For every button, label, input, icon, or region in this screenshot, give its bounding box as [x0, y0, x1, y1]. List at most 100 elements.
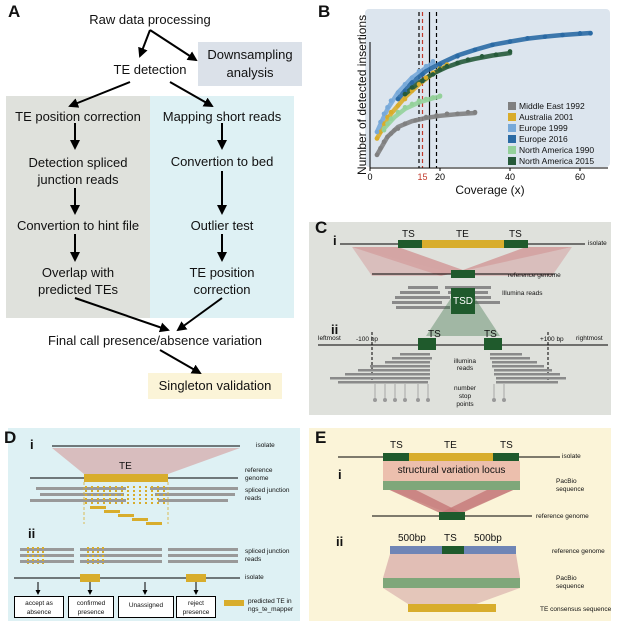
point-4-0	[381, 127, 387, 133]
legend-label: Australia 2001	[519, 111, 574, 122]
right-title-node: Mapping short reads	[162, 109, 282, 124]
predicted-te-legend: predicted TE in ngs_te_mapper	[248, 598, 293, 614]
stop-points-label: number stop points	[450, 385, 480, 409]
te-detection-node: TE detection	[113, 62, 187, 77]
raw-data-processing-node: Raw data processing	[89, 12, 211, 27]
point-0-1	[378, 145, 383, 151]
illumina-reads-2-line-1: illumina	[453, 358, 477, 365]
point-3-0	[395, 96, 401, 102]
left-step1-node: Detection spliced junction reads	[6, 154, 150, 188]
unassigned-box: Unassigned	[118, 596, 174, 618]
point-3-13	[588, 31, 593, 36]
legend-line-2: ngs_te_mapper	[248, 606, 294, 613]
x-axis-label: Coverage (x)	[455, 183, 525, 197]
d-spliced-line-2: reads	[245, 495, 262, 502]
point-3-7	[490, 42, 495, 48]
d-spliced-line-1: spliced junction	[245, 487, 290, 494]
right-step3-line-1: TE position	[189, 265, 255, 280]
e-ts-left: TS	[390, 440, 403, 451]
point-1-8	[416, 81, 422, 87]
left-title-node: TE position correction	[15, 109, 141, 124]
point-5-0	[402, 91, 408, 97]
legend-line-1: predicted TE in	[248, 598, 292, 605]
panel-d-sub-ii: ii	[28, 526, 36, 541]
point-5-3	[430, 72, 436, 77]
panel-a-label: A	[8, 2, 21, 21]
reference-genome-label: reference genome	[508, 272, 561, 279]
stop-points-line-2: stop	[458, 393, 472, 400]
point-0-9	[423, 114, 429, 120]
d-spliced2-line-2: reads	[245, 556, 262, 563]
point-0-6	[395, 126, 401, 131]
confirmed-line-2: presence	[77, 609, 105, 616]
point-1-7	[409, 88, 415, 94]
point-0-11	[444, 111, 450, 117]
e-reference-genome-2-label: reference genome	[552, 548, 605, 555]
right-step1-node: Convertion to bed	[170, 154, 274, 169]
point-5-6	[455, 60, 460, 66]
point-4-7	[423, 96, 429, 102]
stop-points-line-3: points	[456, 401, 474, 408]
te-consensus-label: TE consensus sequence	[540, 606, 612, 613]
accept-line-1: accept as	[25, 600, 53, 607]
legend-label: Europe 2016	[519, 133, 568, 144]
point-4-6	[416, 98, 422, 103]
pacbio-line-2: sequence	[556, 486, 585, 493]
point-1-9	[423, 75, 429, 80]
legend-swatch	[508, 145, 516, 154]
illumina-reads-2-label: illumina reads	[450, 358, 480, 372]
pacbio-2-label: PacBio sequence	[556, 575, 584, 591]
point-1-3	[385, 114, 390, 120]
pacbio2-line-2: sequence	[556, 583, 585, 590]
point-2-7	[409, 75, 415, 80]
point-2-1	[378, 119, 383, 125]
point-0-10	[434, 113, 439, 118]
point-5-9	[493, 52, 499, 57]
point-4-5	[409, 101, 415, 107]
x-tick-label-3: 60	[575, 172, 585, 182]
downsampling-line-2: analysis	[226, 65, 274, 80]
tsd-label: TSD	[453, 296, 473, 307]
d-isolate-label: isolate	[256, 442, 275, 449]
bp500-right: 500bp	[474, 533, 502, 544]
point-3-1	[402, 88, 408, 94]
left-step3-line-2: predicted TEs	[38, 282, 118, 297]
pacbio-label: PacBio sequence	[556, 478, 584, 494]
left-step1-line-1: Detection spliced	[28, 155, 128, 170]
fit-line-0	[374, 110, 478, 158]
point-3-2	[409, 80, 415, 85]
point-3-3	[420, 72, 425, 77]
d-spliced-reads-2-label: spliced junction reads	[245, 548, 289, 564]
d-spliced2-line-1: spliced junction	[245, 548, 290, 555]
d-reference-line-2: genome	[245, 475, 269, 482]
left-step1-line-2: junction reads	[37, 172, 119, 187]
panel-e-sub-i: i	[338, 467, 342, 482]
x-tick-label-2: 40	[505, 172, 515, 182]
legend-label: North America 1990	[519, 144, 595, 155]
final-call-node: Final call presence/absence variation	[48, 333, 262, 348]
left-step3-node: Overlap with predicted TEs	[6, 264, 150, 298]
d-reference-genome-label: reference genome	[245, 467, 272, 483]
point-3-10	[542, 34, 548, 39]
panel-e-sub-ii: ii	[336, 534, 344, 549]
legend-label: North America 2015	[519, 155, 595, 166]
point-0-5	[392, 127, 397, 133]
d-spliced-reads-label: spliced junction reads	[245, 487, 289, 503]
point-4-2	[388, 116, 394, 122]
point-2-5	[395, 90, 401, 95]
confirmed-line-1: confirmed	[76, 600, 106, 607]
point-5-8	[479, 54, 485, 59]
downsampling-line-1: Downsampling	[207, 47, 293, 62]
ts-label-left: TS	[402, 229, 415, 240]
accept-line-2: absence	[26, 609, 52, 616]
d-reference-line-1: reference	[245, 467, 273, 474]
right-step2-node: Outlier test	[190, 218, 254, 233]
panel-c-sub-ii: ii	[331, 322, 339, 337]
point-4-1	[385, 121, 390, 126]
right-step3-line-2: correction	[193, 282, 251, 297]
downsampling-node: Downsampling analysis	[198, 46, 302, 82]
legend-item: Australia 2001	[508, 111, 594, 122]
ts-label-right: TS	[509, 229, 522, 240]
